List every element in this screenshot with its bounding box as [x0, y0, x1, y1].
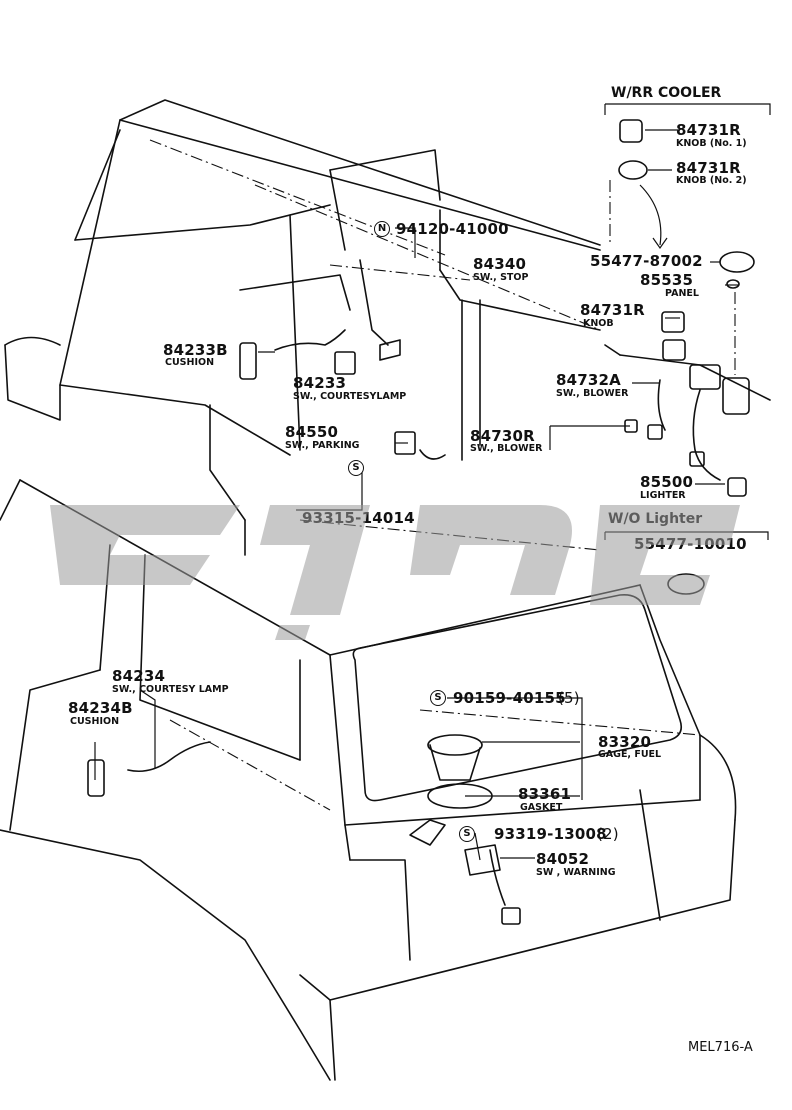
- part-name-84052: SW , WARNING: [536, 867, 616, 878]
- part-number-55477-10010[interactable]: 55477-10010: [634, 535, 747, 553]
- drawing-reference: MEL716-A: [688, 1040, 753, 1055]
- part-name-85500: LIGHTER: [640, 490, 686, 501]
- part-number-84340[interactable]: 84340: [473, 255, 527, 273]
- part-number-84234[interactable]: 84234: [112, 667, 166, 685]
- symbol-s-93319: S: [459, 826, 475, 842]
- part-number-84052[interactable]: 84052: [536, 850, 590, 868]
- part-number-84234b[interactable]: 84234B: [68, 699, 133, 717]
- part-number-84730r[interactable]: 84730R: [470, 427, 535, 445]
- part-name-84730r: SW., BLOWER: [470, 443, 543, 454]
- symbol-n-94120: N: [374, 221, 390, 237]
- symbol-s-93315: S: [348, 460, 364, 476]
- part-name-83361: GASKET: [520, 802, 563, 813]
- part-name-85535: PANEL: [665, 288, 699, 299]
- part-name-84233: SW., COURTESYLAMP: [293, 391, 407, 402]
- part-number-83320[interactable]: 83320: [598, 733, 652, 751]
- part-name-83320: GAGE, FUEL: [598, 749, 662, 760]
- part-number-83361[interactable]: 83361: [518, 785, 572, 803]
- part-number-90159-40155[interactable]: 90159-40155: [453, 689, 566, 707]
- part-name-84340: SW., STOP: [473, 272, 529, 283]
- part-name-84550: SW., PARKING: [285, 440, 360, 451]
- part-number-85535[interactable]: 85535: [640, 271, 694, 289]
- part-number-84550[interactable]: 84550: [285, 423, 339, 441]
- part-qty-93319: (2): [597, 825, 619, 843]
- part-name-84731r-1: KNOB (No. 1): [676, 138, 747, 149]
- part-qty-90159: (5): [558, 689, 580, 707]
- part-number-84233b[interactable]: 84233B: [163, 341, 228, 359]
- part-number-93315-14014[interactable]: 93315-14014: [302, 509, 415, 527]
- part-number-94120-41000[interactable]: 94120-41000: [396, 220, 509, 238]
- part-name-84233b: CUSHION: [165, 357, 215, 368]
- part-name-84732a: SW., BLOWER: [556, 388, 629, 399]
- part-number-84233[interactable]: 84233: [293, 374, 347, 392]
- part-name-84731r-3: KNOB: [583, 318, 614, 329]
- part-name-84731r-2: KNOB (No. 2): [676, 175, 747, 186]
- part-number-55477-87002[interactable]: 55477-87002: [590, 252, 703, 270]
- part-number-93319-13008[interactable]: 93319-13008: [494, 825, 607, 843]
- part-name-84234: SW., COURTESY LAMP: [112, 684, 229, 695]
- part-name-84234b: CUSHION: [70, 716, 120, 727]
- group-header-rr-cooler: W/RR COOLER: [611, 85, 722, 101]
- part-number-84731r-2[interactable]: 84731R: [676, 159, 741, 177]
- part-number-85500[interactable]: 85500: [640, 473, 694, 491]
- part-number-84731r-1[interactable]: 84731R: [676, 121, 741, 139]
- part-number-84732a[interactable]: 84732A: [556, 371, 621, 389]
- part-number-84731r-3[interactable]: 84731R: [580, 301, 645, 319]
- symbol-s-90159: S: [430, 690, 446, 706]
- group-header-wo-lighter: W/O Lighter: [608, 511, 703, 527]
